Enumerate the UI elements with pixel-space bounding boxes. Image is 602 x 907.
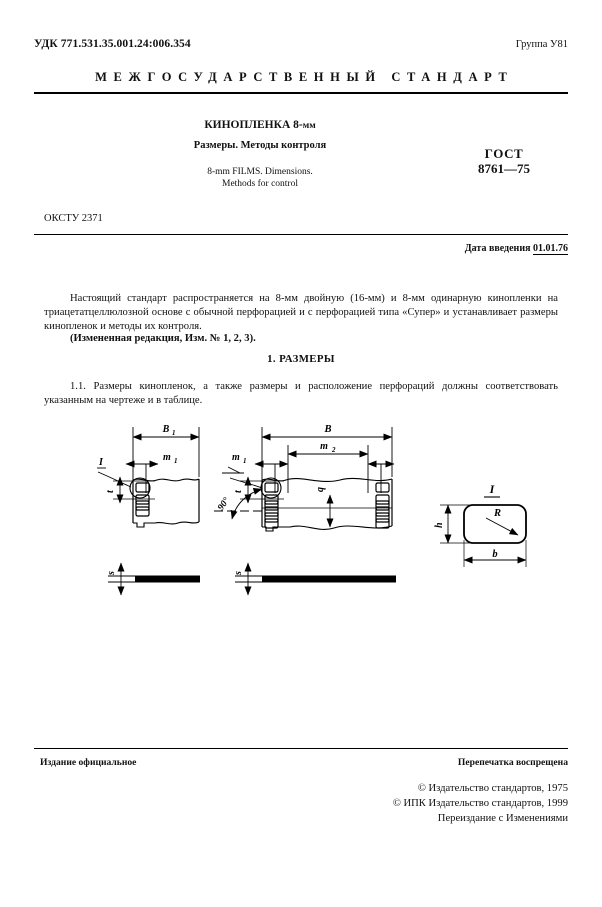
- meta-divider: [34, 234, 568, 235]
- copyright-block: © Издательство стандартов, 1975 © ИПК Из…: [393, 782, 568, 826]
- svg-text:2: 2: [331, 446, 336, 454]
- group-code: Группа У81: [515, 39, 568, 50]
- udk-code: УДК 771.531.35.001.24:006.354: [34, 38, 191, 50]
- copyright-line-1: © Издательство стандартов, 1975: [417, 783, 568, 794]
- standard-type-heading: МЕЖГОСУДАРСТВЕННЫЙ СТАНДАРТ: [95, 70, 514, 84]
- page-subtitle: Размеры. Методы контроля: [193, 140, 327, 151]
- dim-label-b-small: b: [492, 549, 497, 560]
- revision-note-text: (Измененная редакция, Изм. № 1, 2, 3).: [70, 333, 256, 344]
- svg-text:1: 1: [243, 457, 247, 465]
- dim-label-q: q: [315, 487, 326, 492]
- copyright-line-2: © ИПК Издательство стандартов, 1999: [392, 797, 568, 809]
- clause-1-1: 1.1. Размеры кинопленок, а также размеры…: [44, 380, 558, 408]
- dim-label-m2: m: [320, 441, 328, 452]
- intro-paragraph: Настоящий стандарт распространяется на 8…: [44, 292, 558, 334]
- footer-right-text: Перепечатка воспрещена: [457, 757, 568, 768]
- footer-left-text: Издание официальное: [40, 757, 137, 768]
- gost-label: ГОСТ: [484, 146, 524, 161]
- page-title-text: КИНОПЛЕНКА 8-: [204, 119, 303, 131]
- footer-row: Издание официальное Перепечатка воспреще…: [40, 757, 568, 768]
- svg-text:1: 1: [172, 429, 176, 437]
- angle-label-90: 90°: [215, 495, 232, 512]
- english-title-line2: Methods for control: [222, 178, 298, 189]
- dim-label-b: B: [323, 424, 331, 435]
- page-title-english: 8-mm FILMS. Dimensions. Methods for cont…: [100, 167, 420, 190]
- copyright-line-3: Переиздание с Изменениями: [437, 812, 568, 824]
- perforation-column-right-left: [264, 482, 279, 529]
- dim-label-s-right: s: [233, 571, 244, 576]
- dim-label-h: h: [434, 522, 445, 528]
- dim-label-r: R: [493, 508, 501, 519]
- revision-note: (Измененная редакция, Изм. № 1, 2, 3).: [44, 333, 558, 344]
- intro-paragraph-text: Настоящий стандарт распространяется на 8…: [44, 293, 558, 333]
- gost-number-block: ГОСТ 8761—75: [440, 146, 568, 177]
- technical-drawing: B 1 m 1 I: [0, 415, 602, 650]
- dim-label-m1-left: m: [163, 452, 171, 463]
- gost-number: 8761—75: [478, 161, 530, 177]
- dim-label-s-left: s: [106, 571, 117, 576]
- header-row: УДК 771.531.35.001.24:006.354 Группа У81: [34, 38, 568, 50]
- page-title-unit: мм: [302, 121, 316, 131]
- page-title: КИНОПЛЕНКА 8-мм: [100, 119, 420, 131]
- clause-1-1-text: 1.1. Размеры кинопленок, а также размеры…: [44, 381, 558, 407]
- section-heading-dimensions: 1. РАЗМЕРЫ: [267, 353, 335, 365]
- effective-date-value: 01.01.76: [533, 243, 568, 255]
- dim-label-b1: B: [162, 424, 170, 435]
- detail-mark-left: I: [98, 457, 104, 468]
- header-divider: [34, 92, 568, 94]
- detail-view-title: I: [489, 482, 496, 496]
- dim-label-t-right: t: [233, 489, 244, 493]
- dim-label-t-left: t: [105, 489, 116, 493]
- oksty-code: ОКСТУ 2371: [44, 213, 103, 224]
- english-title-line1: 8-mm FILMS. Dimensions.: [207, 167, 313, 177]
- footer-divider: [34, 748, 568, 749]
- dim-label-m1-right: m: [232, 452, 240, 463]
- svg-text:1: 1: [174, 457, 178, 465]
- effective-date: Дата введения 01.01.76: [464, 243, 568, 255]
- perforation-column-right-right: [375, 482, 390, 529]
- perforation-column-left: [135, 482, 150, 517]
- effective-date-label: Дата введения: [464, 243, 531, 254]
